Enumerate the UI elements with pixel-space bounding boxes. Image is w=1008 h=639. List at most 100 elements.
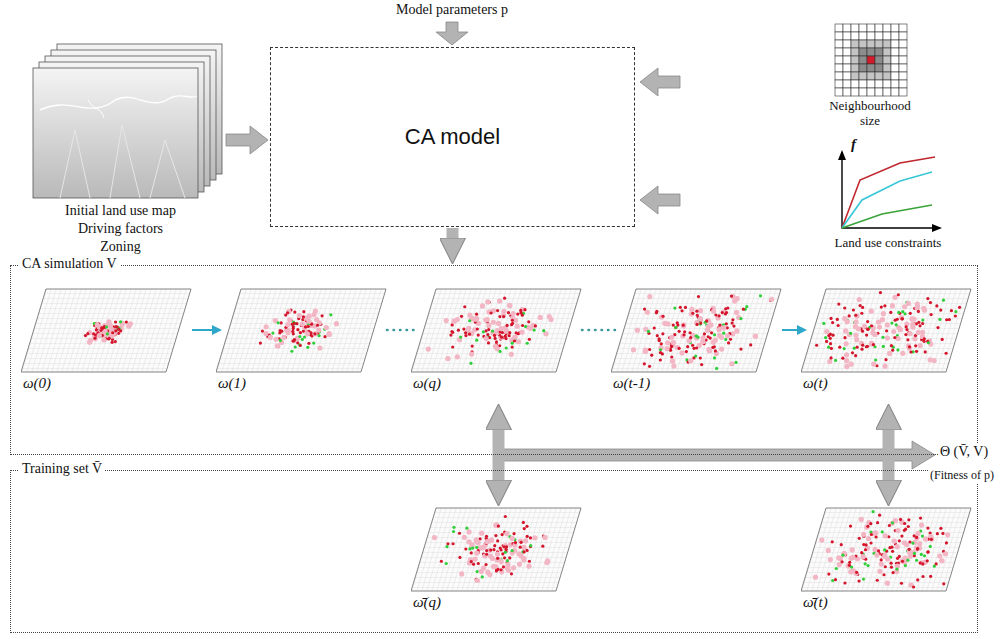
map-label: ω̄(t) bbox=[803, 594, 828, 611]
land-use-cell bbox=[305, 331, 310, 336]
land-use-cell bbox=[511, 346, 514, 349]
land-use-map bbox=[216, 288, 391, 374]
land-use-cell bbox=[890, 322, 893, 325]
land-use-cell bbox=[871, 510, 874, 513]
land-use-cell bbox=[717, 314, 720, 317]
land-use-cell bbox=[660, 342, 663, 345]
land-use-cell bbox=[101, 327, 104, 330]
land-use-cell bbox=[919, 522, 924, 527]
land-use-cell bbox=[511, 311, 516, 316]
land-use-cell bbox=[658, 345, 663, 350]
land-use-cell bbox=[909, 350, 912, 353]
land-use-cell bbox=[829, 337, 832, 340]
land-use-cell bbox=[478, 537, 481, 540]
land-use-cell bbox=[475, 313, 478, 316]
land-use-cell bbox=[889, 562, 892, 565]
land-use-cell bbox=[915, 559, 918, 562]
land-use-cell bbox=[842, 316, 847, 321]
land-use-cell bbox=[942, 582, 945, 585]
land-use-cell bbox=[815, 344, 818, 347]
land-use-cell bbox=[691, 344, 694, 347]
input-arrow bbox=[436, 22, 468, 45]
land-use-cell bbox=[725, 333, 730, 338]
land-use-cell bbox=[120, 321, 125, 326]
land-use-cell bbox=[887, 351, 892, 356]
land-use-cell bbox=[691, 312, 694, 315]
land-use-cell bbox=[713, 333, 716, 336]
land-use-cell bbox=[659, 358, 662, 361]
land-use-cell bbox=[287, 317, 292, 322]
map-snapshot: ω(t-1) bbox=[611, 288, 786, 403]
land-use-cell bbox=[917, 546, 922, 551]
land-use-cell bbox=[843, 581, 846, 584]
land-use-cell bbox=[881, 530, 884, 533]
land-use-cell bbox=[885, 322, 890, 327]
land-use-cell bbox=[731, 321, 734, 324]
land-use-cell bbox=[106, 332, 111, 337]
land-use-cell bbox=[699, 356, 702, 359]
land-use-cell bbox=[661, 352, 664, 355]
land-use-cell bbox=[656, 334, 659, 337]
land-use-cell bbox=[907, 525, 910, 528]
fitness-arrow bbox=[497, 441, 935, 469]
land-use-cell bbox=[507, 303, 512, 308]
map-grid bbox=[611, 289, 781, 372]
land-use-cell bbox=[915, 301, 920, 306]
land-use-cell bbox=[941, 338, 944, 341]
land-use-cell bbox=[485, 553, 488, 556]
land-use-cell bbox=[732, 324, 735, 327]
land-use-cell bbox=[896, 318, 899, 321]
land-use-cell bbox=[841, 554, 844, 557]
land-use-cell bbox=[318, 334, 321, 337]
land-use-cell bbox=[286, 309, 291, 314]
land-use-cell bbox=[701, 335, 706, 340]
land-use-cell bbox=[523, 538, 528, 543]
land-use-cell bbox=[954, 310, 957, 313]
land-use-cell bbox=[864, 548, 867, 551]
land-use-cell bbox=[866, 320, 869, 323]
land-use-cell bbox=[689, 311, 694, 316]
land-use-cell bbox=[469, 351, 474, 356]
land-use-cell bbox=[472, 563, 475, 566]
land-use-cell bbox=[529, 544, 532, 547]
land-use-cell bbox=[861, 306, 864, 309]
land-use-cell bbox=[485, 535, 488, 538]
land-use-cell bbox=[882, 364, 887, 369]
land-use-cell bbox=[501, 331, 504, 334]
land-use-cell bbox=[729, 361, 734, 366]
input-label: Initial land use map bbox=[38, 203, 203, 219]
land-use-cell bbox=[688, 358, 693, 363]
land-use-cell bbox=[689, 336, 692, 339]
land-use-cell bbox=[948, 318, 951, 321]
region-heading: Training set V̄ bbox=[19, 461, 105, 477]
land-use-cell bbox=[933, 565, 936, 568]
land-use-cell bbox=[496, 309, 499, 312]
land-use-cell bbox=[828, 557, 833, 562]
land-use-cell bbox=[921, 575, 924, 578]
land-use-cell bbox=[661, 332, 664, 335]
land-use-cell bbox=[499, 568, 502, 571]
land-use-cell bbox=[681, 324, 686, 329]
time-step-link bbox=[387, 329, 417, 332]
land-use-cell bbox=[285, 330, 290, 335]
land-use-cell bbox=[714, 349, 717, 352]
land-use-cell bbox=[745, 305, 748, 308]
land-use-cell bbox=[259, 341, 262, 344]
land-use-cell bbox=[891, 550, 894, 553]
land-use-cell bbox=[496, 557, 499, 560]
land-use-cell bbox=[101, 337, 106, 342]
land-use-cell bbox=[489, 548, 492, 551]
land-use-cell bbox=[936, 532, 939, 535]
land-use-cell bbox=[486, 333, 489, 336]
land-use-cell bbox=[515, 324, 520, 329]
land-use-cell bbox=[451, 345, 454, 348]
land-use-cell bbox=[697, 295, 700, 298]
land-use-cell bbox=[492, 548, 495, 551]
land-use-cell bbox=[526, 535, 529, 538]
land-use-cell bbox=[307, 342, 310, 345]
land-use-cell bbox=[836, 318, 839, 321]
land-use-cell bbox=[866, 564, 869, 567]
land-use-cell bbox=[445, 356, 450, 361]
land-use-cell bbox=[906, 338, 909, 341]
land-use-cell bbox=[865, 345, 868, 348]
